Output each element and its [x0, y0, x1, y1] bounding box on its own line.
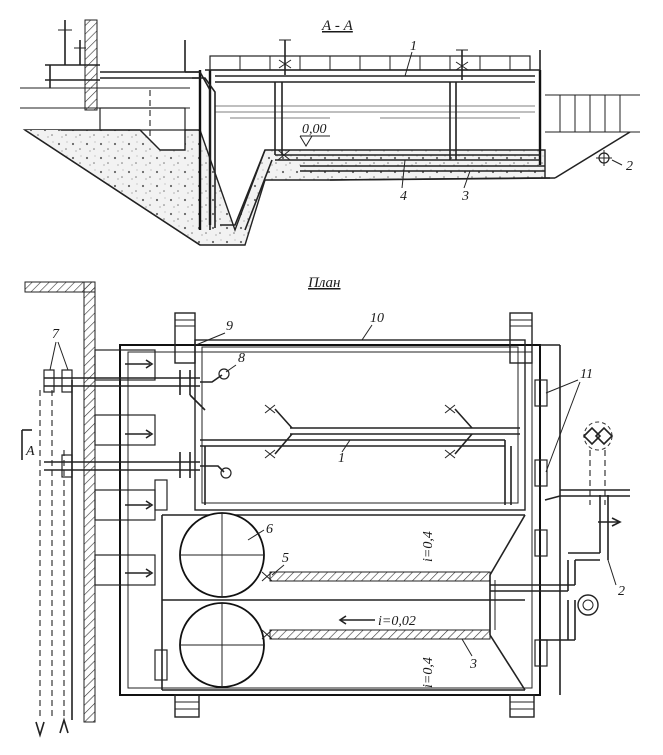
valve-left [278, 39, 292, 75]
plan-label-11: 11 [580, 367, 593, 382]
plan-label-9: 9 [226, 319, 233, 334]
slope-label-bottom: i=0,4 [421, 657, 436, 688]
left-superstructure [45, 19, 200, 111]
cut-mark-label: A [25, 444, 35, 459]
post-top-right [509, 312, 533, 364]
valve-right [455, 49, 469, 80]
scum-pipes [200, 404, 520, 505]
scraper-lower [269, 629, 491, 640]
arrow-down [35, 721, 45, 738]
plan-upper-chamber [194, 339, 526, 511]
pump-symbol [577, 594, 599, 616]
section-label-2: 2 [626, 159, 633, 174]
plan-label-7: 7 [52, 327, 60, 342]
post-bottom-right [509, 694, 535, 718]
section-level-label: 0,00 [302, 122, 327, 137]
plan-label-8: 8 [238, 351, 245, 366]
plan-label-2: 2 [618, 584, 625, 599]
right-slope [554, 131, 631, 179]
plan-title: План [307, 275, 341, 291]
plan-label-5: 5 [282, 551, 289, 566]
settling-compartments [161, 514, 526, 691]
dashed-pump [582, 421, 614, 505]
plan-wall-left [83, 281, 96, 723]
section-label-1: 1 [410, 39, 417, 54]
gate-middle [534, 459, 548, 487]
section-title: А - А [321, 18, 354, 34]
sludge-pipes [43, 368, 232, 479]
plan-label-1: 1 [338, 451, 345, 466]
return-pipe [490, 489, 630, 592]
plan-view: План [21, 275, 630, 738]
section-label-3: 3 [461, 189, 469, 204]
scraper-upper [269, 571, 491, 582]
section-a-a: А - А [20, 18, 640, 246]
plan-label-6: 6 [266, 522, 273, 537]
slope-arrow [338, 615, 375, 625]
post-top-left [174, 312, 196, 364]
cut-mark: A [21, 429, 35, 460]
right-grating [559, 95, 621, 132]
section-label-4: 4 [400, 189, 407, 204]
level-marker: 0,00 [299, 122, 330, 147]
bottom-pipes [274, 82, 545, 172]
plan-label-10: 10 [370, 311, 384, 326]
outlet-symbol [596, 150, 623, 166]
walkway [209, 55, 535, 83]
plan-label-3: 3 [469, 657, 477, 672]
post-bottom-left [174, 694, 200, 718]
arrow-up [59, 717, 69, 734]
sludge-pipe [185, 71, 211, 230]
slope-label-middle: i=0,02 [378, 614, 416, 629]
concrete-foundation [22, 129, 550, 246]
inlet-channel [99, 107, 186, 131]
water-surface [215, 105, 535, 119]
slope-label-top: i=0,4 [421, 531, 436, 562]
inlet-pockets [94, 349, 156, 586]
